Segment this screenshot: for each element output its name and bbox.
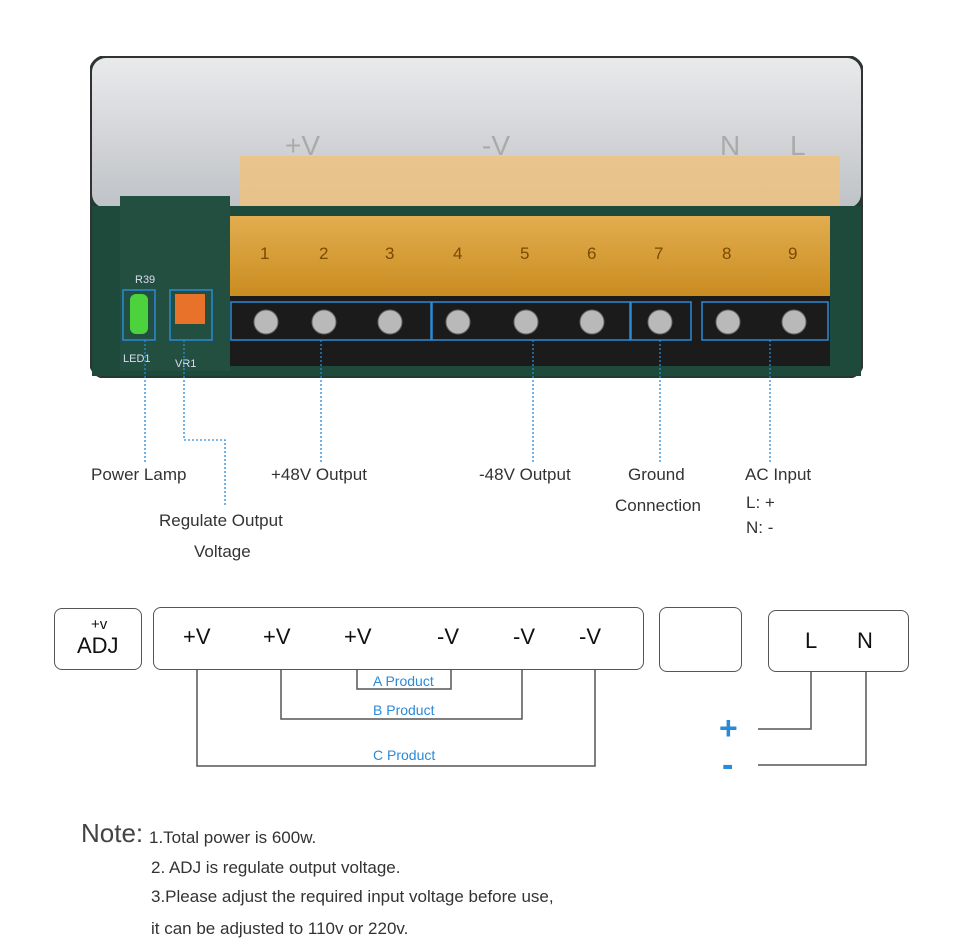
output-terminal-box	[153, 607, 644, 670]
callout-ac-l: L: +	[746, 493, 775, 512]
case-label-l: L	[790, 130, 806, 161]
terminal-minus-v-1: -V	[437, 624, 459, 649]
label-b-product: B Product	[373, 702, 435, 718]
power-supply-illustration	[90, 56, 863, 378]
power-supply-photo: +V -V N L 1 2 3 4 5 6 7 8 9 R39 LED1 VR1	[90, 56, 863, 378]
terminal-plus-v-3: +V	[344, 624, 372, 649]
terminal-minus-v-3: -V	[579, 624, 601, 649]
terminal-number: 7	[654, 244, 664, 263]
label-a-product: A Product	[373, 673, 434, 689]
case-label-n: N	[720, 130, 741, 161]
terminal-plus-v-1: +V	[183, 624, 211, 649]
board-label-r39: R39	[135, 274, 156, 286]
terminal-n: N	[857, 628, 873, 653]
label-c-product: C Product	[373, 747, 436, 763]
case-label-minus-v: -V	[482, 130, 510, 161]
callout-regulate-line2: Voltage	[194, 542, 251, 561]
callout-plus48-output: +48V Output	[271, 465, 367, 484]
callout-power-lamp: Power Lamp	[91, 465, 187, 484]
terminal-number: 9	[788, 244, 798, 263]
terminal-l: L	[805, 628, 818, 653]
terminal-number: 6	[587, 244, 597, 263]
callout-minus48-output: -48V Output	[479, 465, 571, 484]
board-label-vr1: VR1	[175, 358, 197, 370]
callout-ground-line1: Ground	[628, 465, 685, 484]
terminal-plus-v-2: +V	[263, 624, 291, 649]
minus-sign: -	[722, 746, 734, 784]
callout-ac-input: AC Input	[745, 465, 812, 484]
note-line-2: 2. ADJ is regulate output voltage.	[151, 858, 401, 877]
note-line-4: it can be adjusted to 110v or 220v.	[151, 919, 409, 938]
note-line-3: 3.Please adjust the required input volta…	[151, 887, 554, 906]
callout-regulate-line1: Regulate Output	[159, 511, 283, 530]
terminal-number: 8	[722, 244, 732, 263]
ground-terminal-box	[659, 607, 742, 672]
note-heading: Note:	[81, 818, 144, 848]
terminal-number: 2	[319, 244, 329, 263]
adj-label: ADJ	[77, 633, 119, 658]
terminal-number: 4	[453, 244, 463, 263]
adj-terminal-box: +v ADJ	[54, 608, 142, 670]
case-label-plus-v: +V	[285, 130, 321, 161]
ac-terminal-box	[768, 610, 909, 672]
callout-ac-n: N: -	[746, 518, 774, 537]
terminal-number: 1	[260, 244, 270, 263]
terminal-number: 3	[385, 244, 395, 263]
terminal-number: 5	[520, 244, 530, 263]
ground-icon	[683, 620, 723, 660]
board-label-led1: LED1	[123, 353, 151, 365]
callout-ground-line2: Connection	[615, 496, 702, 515]
terminal-minus-v-2: -V	[513, 624, 535, 649]
plus-sign: +	[719, 710, 738, 746]
note-line-1: 1.Total power is 600w.	[149, 828, 317, 847]
adj-top-label: +v	[91, 616, 108, 633]
